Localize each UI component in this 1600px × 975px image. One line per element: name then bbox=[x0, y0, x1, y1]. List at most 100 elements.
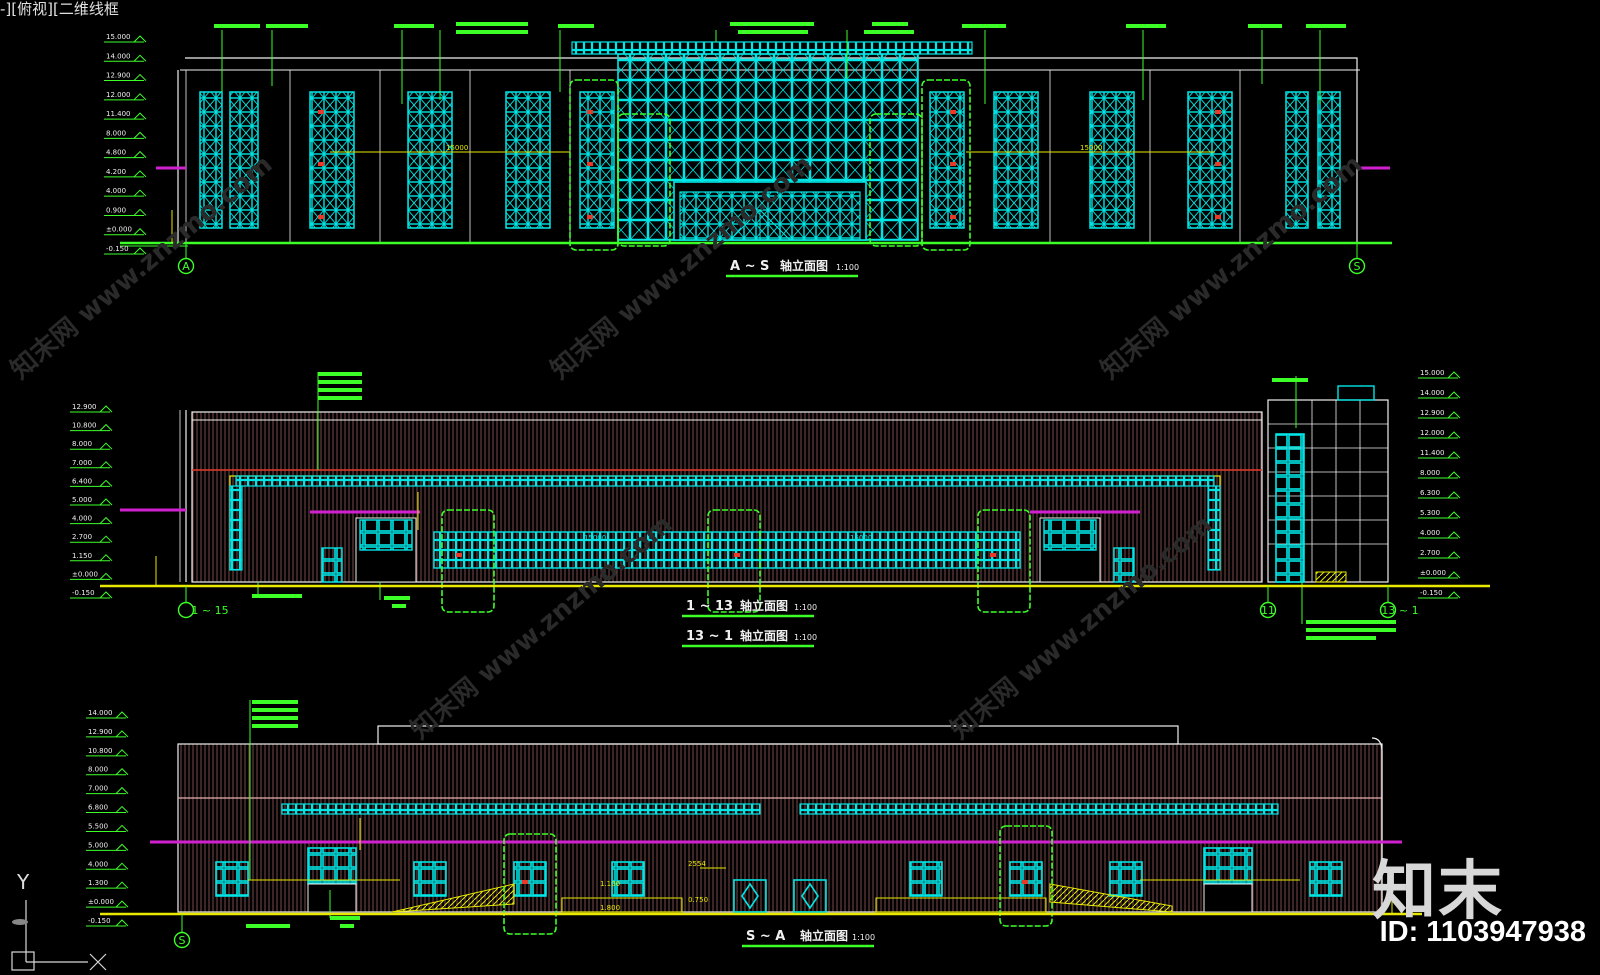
elevation-1-13 bbox=[100, 372, 1490, 640]
level-marker: 6.400 bbox=[70, 477, 113, 487]
level-leader-line bbox=[70, 498, 113, 506]
level-marker: 4.000 bbox=[86, 860, 129, 870]
level-value-text: 4.000 bbox=[72, 515, 92, 523]
axis-13-1-label: 13 ~ 1 bbox=[1381, 604, 1418, 617]
level-marker: 4.000 bbox=[1418, 529, 1461, 539]
elevation-a-s bbox=[120, 22, 1392, 275]
level-value-text: 0.900 bbox=[106, 206, 126, 214]
level-value-text: 12.000 bbox=[106, 91, 131, 99]
level-value-text: 8.000 bbox=[88, 766, 108, 774]
level-marker: 14.000 bbox=[86, 709, 129, 719]
level-value-text: 12.900 bbox=[72, 403, 97, 411]
title-e2b-text: 轴立面图 bbox=[740, 628, 788, 643]
level-leader-line bbox=[104, 150, 147, 159]
level-value-text: ±0.000 bbox=[72, 570, 98, 578]
level-marker: 0.900 bbox=[104, 206, 147, 216]
level-leader-line bbox=[86, 711, 129, 719]
level-value-text: 5.500 bbox=[88, 822, 108, 830]
level-marker: 4.000 bbox=[104, 187, 147, 197]
level-value-text: 12.900 bbox=[1420, 409, 1445, 417]
level-value-text: -0.150 bbox=[72, 589, 95, 597]
level-marker: ±0.000 bbox=[1418, 569, 1461, 579]
level-value-text: 2.700 bbox=[1420, 549, 1440, 557]
axis-a-label: A bbox=[182, 260, 190, 273]
level-leader-line bbox=[70, 535, 113, 543]
level-marker: 7.000 bbox=[70, 459, 113, 469]
level-leader-line bbox=[1418, 511, 1461, 519]
level-marker: 8.000 bbox=[1418, 469, 1461, 479]
dim-text-e3-d: 1.800 bbox=[600, 904, 620, 912]
title-e1-axis: A ~ S bbox=[730, 259, 769, 274]
level-value-text: 2.700 bbox=[72, 533, 92, 541]
level-value-text: 4.000 bbox=[106, 187, 126, 195]
level-value-text: 14.000 bbox=[106, 52, 131, 60]
level-value-text: 5.300 bbox=[1420, 509, 1440, 517]
level-value-text: 10.800 bbox=[88, 747, 113, 755]
level-value-text: 14.000 bbox=[88, 709, 113, 717]
level-value-text: 4.200 bbox=[106, 168, 126, 176]
title-e3-scale: 1:100 bbox=[852, 933, 875, 942]
level-marker: 2.700 bbox=[1418, 549, 1461, 559]
level-value-text: ±0.000 bbox=[88, 898, 114, 906]
level-value-text: -0.150 bbox=[106, 245, 129, 253]
level-marker: 15.000 bbox=[1418, 369, 1461, 379]
dim-text-e3-b: 1.100 bbox=[600, 880, 620, 888]
level-marker: 10.800 bbox=[70, 422, 113, 432]
level-marker: 12.900 bbox=[1418, 409, 1461, 419]
watermark-1: 知末网 www.znzmo.com bbox=[5, 149, 278, 385]
level-value-text: 5.000 bbox=[88, 841, 108, 849]
axis-s-label: S bbox=[1354, 260, 1361, 273]
level-leader-line bbox=[70, 479, 113, 487]
dim-text-e1-right: 15000 bbox=[1080, 144, 1102, 152]
brand-logo: 知末 bbox=[1372, 855, 1504, 929]
level-value-text: 11.400 bbox=[1420, 449, 1445, 457]
level-marker: 5.000 bbox=[70, 496, 113, 506]
level-value-text: 12.900 bbox=[88, 728, 113, 736]
axis-labels: A S 1 ~ 15 11 13 ~ 1 S bbox=[179, 260, 1419, 947]
level-marker: 5.500 bbox=[86, 822, 129, 832]
title-e2: 1 ~ 13 轴立面图 1:100 13 ~ 1 轴立面图 1:100 bbox=[682, 598, 817, 648]
level-value-text: -0.150 bbox=[1420, 589, 1443, 597]
level-value-text: 1.150 bbox=[72, 552, 92, 560]
viewport-label[interactable]: -][俯视][二维线框 bbox=[0, 0, 119, 18]
level-leader-line bbox=[1418, 411, 1461, 419]
level-leader-line bbox=[70, 405, 113, 413]
dim-text-e2-left: 15000 bbox=[584, 534, 606, 542]
level-marker: 4.000 bbox=[70, 515, 113, 525]
level-leader-line bbox=[1418, 431, 1461, 439]
title-e2-text: 轴立面图 bbox=[740, 598, 788, 613]
level-value-text: 8.000 bbox=[72, 440, 92, 448]
level-value-text: 12.900 bbox=[106, 72, 131, 80]
level-marker: 12.000 bbox=[1418, 429, 1461, 439]
level-marker: 12.000 bbox=[104, 91, 147, 101]
level-leader-line bbox=[104, 93, 147, 101]
level-marker: 8.000 bbox=[70, 440, 113, 450]
level-leader-line bbox=[1418, 551, 1461, 559]
title-e2-scale: 1:100 bbox=[794, 603, 817, 612]
level-value-text: 6.300 bbox=[1420, 489, 1440, 497]
level-leader-line bbox=[86, 749, 129, 757]
level-leader-line bbox=[1418, 571, 1461, 579]
level-leader-line bbox=[70, 591, 113, 599]
level-leader-line bbox=[104, 170, 147, 178]
level-value-text: 8.000 bbox=[1420, 469, 1440, 477]
level-leader-line bbox=[1418, 491, 1461, 499]
dim-text-e1-left: 15000 bbox=[446, 144, 468, 152]
level-leader-line bbox=[104, 131, 147, 139]
level-marker: 10.800 bbox=[86, 747, 129, 757]
elevation-s-a bbox=[100, 700, 1422, 949]
dim-text-e3-c: 0.750 bbox=[688, 896, 708, 904]
level-marker: 8.000 bbox=[104, 129, 147, 139]
level-leader-line bbox=[1418, 451, 1461, 459]
level-marker: 5.300 bbox=[1418, 509, 1461, 519]
level-value-text: 7.000 bbox=[72, 459, 92, 467]
level-leader-line bbox=[86, 824, 129, 832]
level-value-text: 14.000 bbox=[1420, 389, 1445, 397]
level-value-text: 4.000 bbox=[88, 860, 108, 868]
level-leader-line bbox=[1418, 591, 1461, 599]
level-marker: 14.000 bbox=[1418, 389, 1461, 399]
level-value-text: 4.800 bbox=[106, 149, 126, 157]
level-marker: -0.150 bbox=[104, 245, 147, 255]
level-leader-line bbox=[104, 112, 147, 120]
